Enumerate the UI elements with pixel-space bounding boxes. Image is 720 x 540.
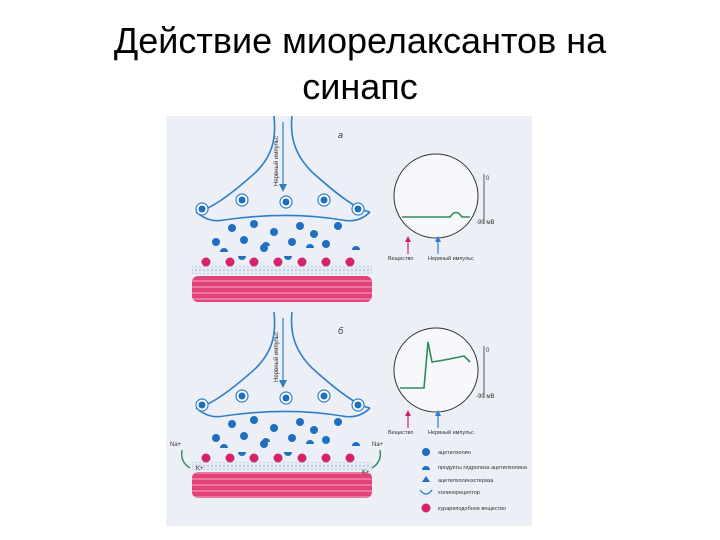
hydrolysis-products-a bbox=[220, 242, 360, 260]
postsynaptic-membrane-a bbox=[192, 266, 372, 274]
ion-arrow-right bbox=[371, 449, 382, 469]
slide-title-line-2: синапс bbox=[302, 66, 418, 107]
nerve-impulse-label-b: Нервный импульс bbox=[273, 332, 280, 382]
scope-impulse-a: Нервный импульс bbox=[428, 255, 474, 262]
legend-label-receptor: холинорецептор bbox=[438, 490, 480, 496]
legend-label-curare: курареподобное вещество bbox=[438, 506, 506, 512]
legend-item-hydrolysis: продукты гидролиза ацетилхолина bbox=[422, 465, 528, 471]
panel-a-letter: а bbox=[338, 130, 343, 140]
ion-arrow-left bbox=[180, 449, 191, 469]
slide-title-line-1: Действие миорелаксантов на bbox=[113, 20, 607, 61]
curare-molecules-b bbox=[201, 453, 355, 463]
legend-item-receptor: холинорецептор bbox=[419, 489, 480, 496]
scope-zero-a: 0 bbox=[486, 176, 490, 182]
oscilloscope-b: 0 -90 мВ Вещество Нервный импульс bbox=[388, 327, 494, 436]
scope-substance-a: Вещество bbox=[388, 256, 413, 262]
muscle-fiber-a bbox=[192, 276, 372, 302]
muscle-fiber-b bbox=[192, 472, 372, 498]
ion-na-right: Na+ bbox=[372, 442, 384, 448]
scope-mv-a: -90 мВ bbox=[476, 220, 494, 226]
slide-title: Действие миорелаксантов на синапс bbox=[0, 18, 720, 110]
legend-label-acetylcholine: ацетилхолин bbox=[438, 450, 471, 456]
nerve-impulse-label-a: Нервный импульс bbox=[273, 136, 280, 186]
presynaptic-membrane-a bbox=[195, 211, 371, 222]
acetylcholine-b bbox=[212, 416, 342, 448]
receptor-swatch bbox=[419, 489, 433, 495]
scope-zero-b: 0 bbox=[486, 348, 490, 354]
legend-item-curare: курареподобное вещество bbox=[421, 503, 506, 513]
ion-k-left: K+ bbox=[196, 466, 204, 472]
legend: ацетилхолин продукты гидролиза ацетилхол… bbox=[419, 448, 528, 513]
ion-na-left: Na+ bbox=[170, 442, 182, 448]
scope-mv-b: -90 мВ bbox=[476, 394, 494, 400]
synapse-figure: а Нервный импульс bbox=[166, 116, 532, 526]
curare-swatch bbox=[421, 503, 431, 513]
potential-trace-a bbox=[402, 211, 470, 218]
legend-item-acetylcholine: ацетилхолин bbox=[422, 448, 471, 456]
cholinesterase-swatch bbox=[422, 476, 430, 482]
hydrolysis-products-b bbox=[220, 438, 360, 456]
impulse-arrowhead-b bbox=[279, 380, 287, 388]
scope-screen-b bbox=[393, 327, 479, 413]
scope-impulse-b: Нервный импульс bbox=[428, 429, 474, 436]
panel-b-letter: б bbox=[338, 326, 344, 336]
legend-label-hydrolysis: продукты гидролиза ацетилхолина bbox=[438, 465, 528, 471]
legend-item-cholinesterase: ацетилхолинэстераза bbox=[422, 476, 494, 484]
potential-trace-b bbox=[400, 341, 471, 389]
legend-label-cholinesterase: ацетилхолинэстераза bbox=[438, 478, 494, 484]
panel-a: а Нервный импульс bbox=[192, 116, 372, 302]
panel-b: б Нервный импульс Na+ K+ bbox=[170, 311, 384, 498]
hydrolysis-swatch bbox=[422, 466, 430, 470]
curare-molecules-a bbox=[201, 257, 355, 267]
postsynaptic-membrane-b bbox=[192, 462, 372, 470]
vesicles-a bbox=[195, 193, 365, 216]
oscilloscope-a: 0 -90 мВ Вещество Нервный импульс bbox=[388, 153, 494, 262]
impulse-arrowhead-a bbox=[279, 184, 287, 192]
ion-k-right: K+ bbox=[362, 470, 370, 476]
presynaptic-membrane-b bbox=[195, 407, 371, 418]
scope-substance-b: Вещество bbox=[388, 430, 413, 436]
vesicles-b bbox=[195, 389, 365, 412]
scope-screen-a bbox=[393, 153, 479, 239]
acetylcholine-swatch bbox=[422, 448, 430, 456]
